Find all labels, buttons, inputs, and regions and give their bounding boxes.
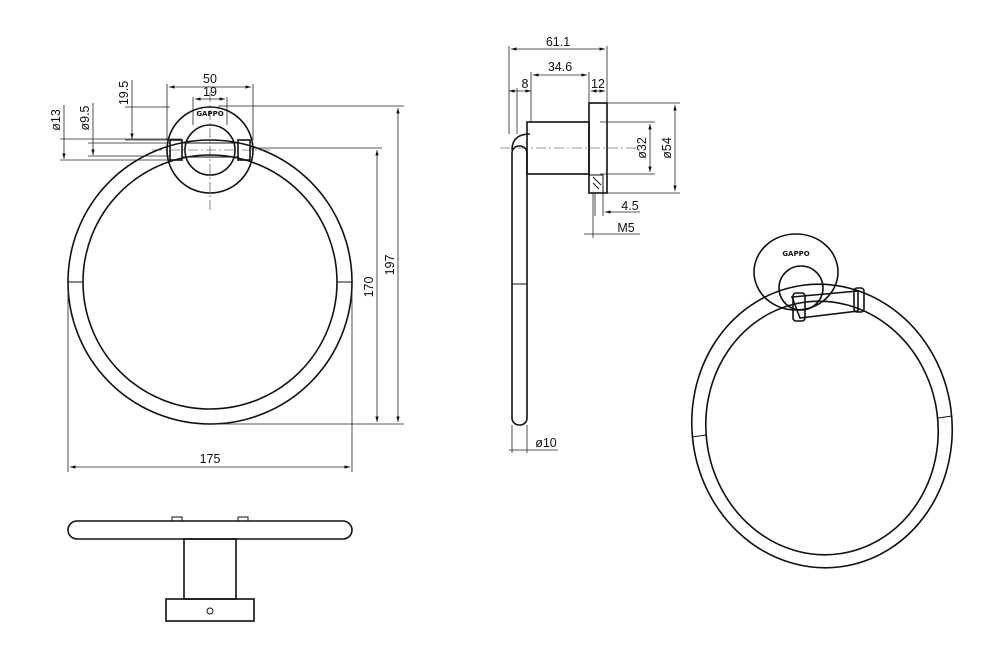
dim-8-label: 8 bbox=[522, 77, 529, 91]
bottom-ring-bar bbox=[67, 520, 353, 540]
dim-54-label: ø54 bbox=[660, 137, 674, 159]
side-ring-tube bbox=[511, 145, 528, 426]
dim-32-label: ø32 bbox=[635, 137, 649, 159]
iso-arm bbox=[790, 290, 859, 319]
front-view: GAPPO 175 197 170 50 19 19.5 bbox=[49, 72, 404, 472]
bottom-view bbox=[67, 516, 353, 622]
dim-34-6-label: 34.6 bbox=[548, 60, 572, 74]
dim-19-5-label: 19.5 bbox=[117, 81, 131, 105]
iso-ring-outer bbox=[690, 283, 954, 569]
dim-61-1-label: 61.1 bbox=[546, 35, 570, 49]
iso-base-flange bbox=[753, 233, 839, 311]
iso-logo: GAPPO bbox=[782, 250, 809, 258]
dim-m5-label: M5 bbox=[617, 221, 634, 235]
dim-197-label: 197 bbox=[383, 255, 397, 276]
dim-10-label: ø10 bbox=[535, 436, 557, 450]
side-view: 61.1 34.6 8 12 ø32 ø54 4.5 M5 bbox=[500, 35, 680, 453]
bottom-post bbox=[183, 538, 237, 600]
bottom-base-plate bbox=[165, 598, 255, 622]
dim-50-label: 50 bbox=[203, 72, 217, 86]
isometric-view: GAPPO bbox=[690, 233, 954, 569]
dim-170-label: 170 bbox=[362, 277, 376, 298]
dim-12-label: 12 bbox=[591, 77, 605, 91]
dim-4-5-label: 4.5 bbox=[621, 199, 638, 213]
dim-19-label: 19 bbox=[203, 85, 217, 99]
dim-175-label: 175 bbox=[200, 452, 221, 466]
dim-13-label: ø13 bbox=[49, 109, 63, 131]
bottom-screw-hole bbox=[206, 607, 214, 615]
dim-9-5-label: ø9.5 bbox=[78, 105, 92, 130]
